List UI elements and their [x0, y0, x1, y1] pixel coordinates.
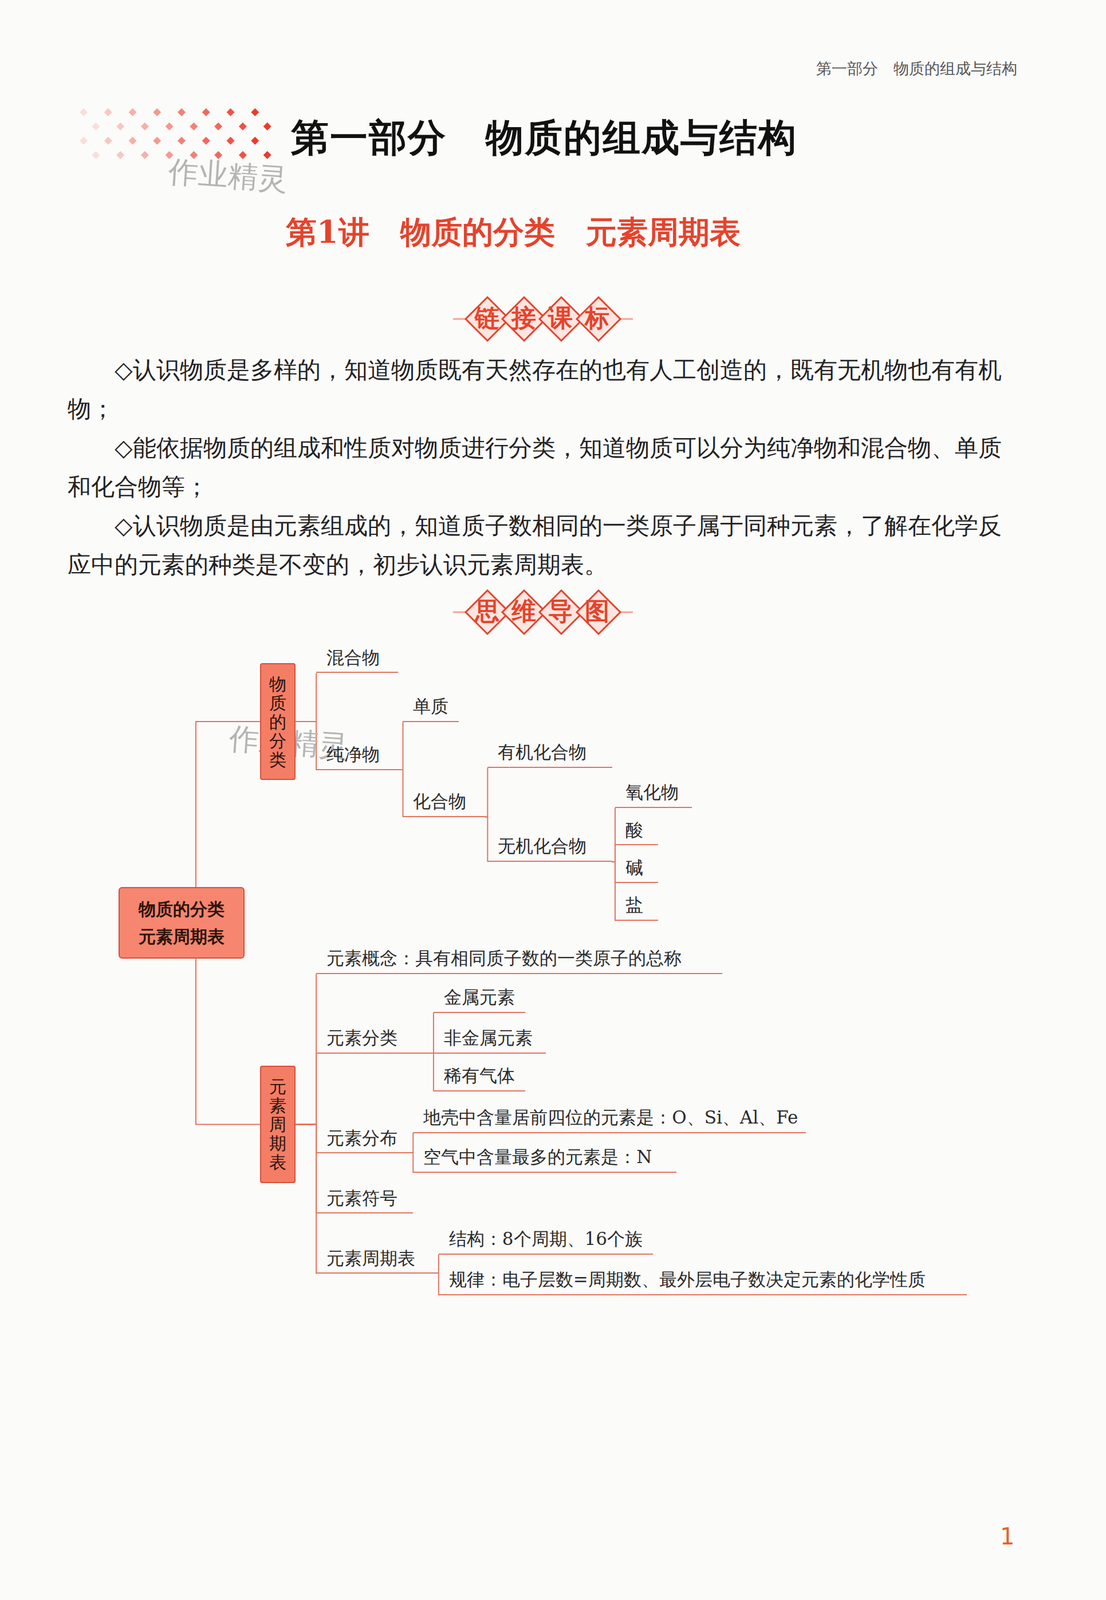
standard-text: ◇能依据物质的组成和性质对物质进行分类，知道物质可以分为纯净物和混合物、单质和化…: [67, 428, 1021, 507]
node-text: 有机化合物: [487, 741, 592, 767]
node-text: 物质的分类 元素周期表: [136, 895, 228, 951]
node-text: 物质的分类: [269, 674, 287, 770]
node-text: 单质: [402, 695, 454, 722]
running-header: 第一部分 物质的组成与结构: [816, 58, 1018, 80]
node-text: 地壳中含量居前四位的元素是：O、Si、Al、Fe: [412, 1106, 803, 1133]
mindmap-leaf: 氧化物: [615, 781, 692, 809]
deco-diamond: [140, 122, 149, 131]
deco-diamond: [202, 136, 211, 145]
deco-diamond: [202, 108, 211, 117]
mindmap-leaf: 混合物: [316, 646, 398, 674]
page-number: 1: [1000, 1523, 1015, 1550]
deco-diamond: [79, 108, 88, 117]
node-text: 酸: [615, 819, 648, 845]
deco-diamond: [226, 136, 235, 145]
node-text: 元素周期表: [316, 1247, 420, 1274]
node-text: 元素分布: [316, 1127, 403, 1153]
deco-diamond: [165, 122, 174, 131]
mindmap-leaf: 金属元素: [433, 986, 526, 1014]
root-box: 物质的分类 元素周期表: [118, 887, 246, 959]
node-text: 盐: [615, 894, 648, 920]
mindmap-leaf: 单质: [402, 695, 459, 723]
deco-diamond: [128, 108, 137, 117]
section-badge: 思维导图: [474, 596, 622, 627]
deco-diamond: [91, 151, 100, 160]
deco-diamond: [250, 108, 259, 117]
deco-diamond: [152, 108, 161, 117]
connector: [295, 1053, 317, 1125]
node-text: 元素概念：具有相同质子数的一类原子的总称: [316, 947, 687, 974]
deco-diamond: [128, 136, 137, 145]
node-text: 元素周期表: [269, 1077, 287, 1172]
connector: [295, 1124, 317, 1155]
deco-diamond: [177, 108, 186, 117]
mindmap-leaf: 无机化合物: [487, 835, 612, 863]
mindmap-leaf: 盐: [615, 894, 659, 921]
node-text: 无机化合物: [487, 835, 592, 861]
lesson-title: 第1讲 物质的分类 元素周期表: [285, 211, 741, 254]
deco-diamond: [91, 122, 100, 131]
mindmap-leaf: 空气中含量最多的元素是：N: [412, 1146, 676, 1174]
node-text: 元素分类: [316, 1026, 403, 1053]
mindmap-leaf: 元素周期表: [316, 1247, 439, 1275]
standard-text: ◇认识物质是由元素组成的，知道质子数相同的一类原子属于同种元素，了解在化学反应中…: [67, 506, 1021, 585]
deco-diamond: [177, 136, 186, 145]
deco-diamond: [152, 136, 161, 145]
node-text: 结构：8个周期、16个族: [438, 1227, 648, 1254]
deco-diamond: [250, 136, 259, 145]
mindmap-leaf: 酸: [615, 819, 659, 846]
deco-diamond: [214, 122, 223, 131]
section-badge: 链接课标: [474, 303, 622, 334]
deco-diamond: [226, 108, 235, 117]
page-title: 第一部分 物质的组成与结构: [290, 112, 798, 164]
node-text: 金属元素: [433, 986, 520, 1013]
connector: [295, 1124, 317, 1215]
mindmap-leaf: 纯净物: [316, 743, 403, 771]
node-text: 稀有气体: [433, 1064, 520, 1091]
mindmap-leaf: 元素符号: [316, 1187, 413, 1215]
node-text: 碱: [615, 856, 648, 883]
node-text: 氧化物: [615, 781, 684, 808]
deco-diamond: [104, 108, 113, 117]
deco-diamond: [140, 151, 149, 160]
node-text: 纯净物: [316, 743, 385, 770]
deco-diamond: [263, 122, 272, 131]
watermark: 作业精灵: [167, 151, 289, 200]
mindmap-leaf: 化合物: [402, 790, 484, 818]
mindmap-leaf: 地壳中含量居前四位的元素是：O、Si、Al、Fe: [412, 1106, 806, 1134]
node-text: 规律：电子层数=周期数、最外层电子数决定元素的化学性质: [438, 1268, 931, 1295]
mindmap-leaf: 元素概念：具有相同质子数的一类原子的总称: [316, 947, 723, 975]
node-text: 空气中含量最多的元素是：N: [412, 1146, 657, 1172]
mindmap-leaf: 稀有气体: [433, 1064, 526, 1092]
branch-box: 物质的分类: [260, 663, 296, 781]
branch-box: 元素周期表: [260, 1065, 296, 1184]
node-text: 混合物: [316, 646, 385, 673]
mindmap-leaf: 非金属元素: [433, 1026, 546, 1054]
connector: [295, 974, 317, 1125]
mindmap-leaf: 有机化合物: [487, 741, 612, 769]
connector: [402, 722, 404, 771]
node-text: 化合物: [402, 790, 471, 817]
mindmap-leaf: 规律：电子层数=周期数、最外层电子数决定元素的化学性质: [438, 1268, 968, 1296]
connector: [195, 958, 261, 1125]
mindmap-leaf: 结构：8个周期、16个族: [438, 1227, 653, 1255]
connector: [484, 768, 488, 818]
connector: [295, 672, 317, 722]
mindmap-leaf: 元素分布: [316, 1127, 413, 1155]
deco-diamond: [79, 136, 88, 145]
mindmap-leaf: 碱: [615, 856, 659, 884]
deco-diamond: [189, 122, 198, 131]
node-text: 元素符号: [316, 1187, 403, 1214]
deco-diamond: [238, 122, 247, 131]
deco-diamond: [116, 151, 125, 160]
connector: [295, 1124, 317, 1275]
deco-diamond: [116, 122, 125, 131]
mindmap-leaf: 元素分类: [316, 1026, 434, 1054]
deco-diamond: [104, 136, 113, 145]
node-text: 非金属元素: [433, 1026, 538, 1053]
standard-text: ◇认识物质是多样的，知道物质既有天然存在的也有人工创造的，既有无机物也有有机物；: [67, 350, 1021, 429]
